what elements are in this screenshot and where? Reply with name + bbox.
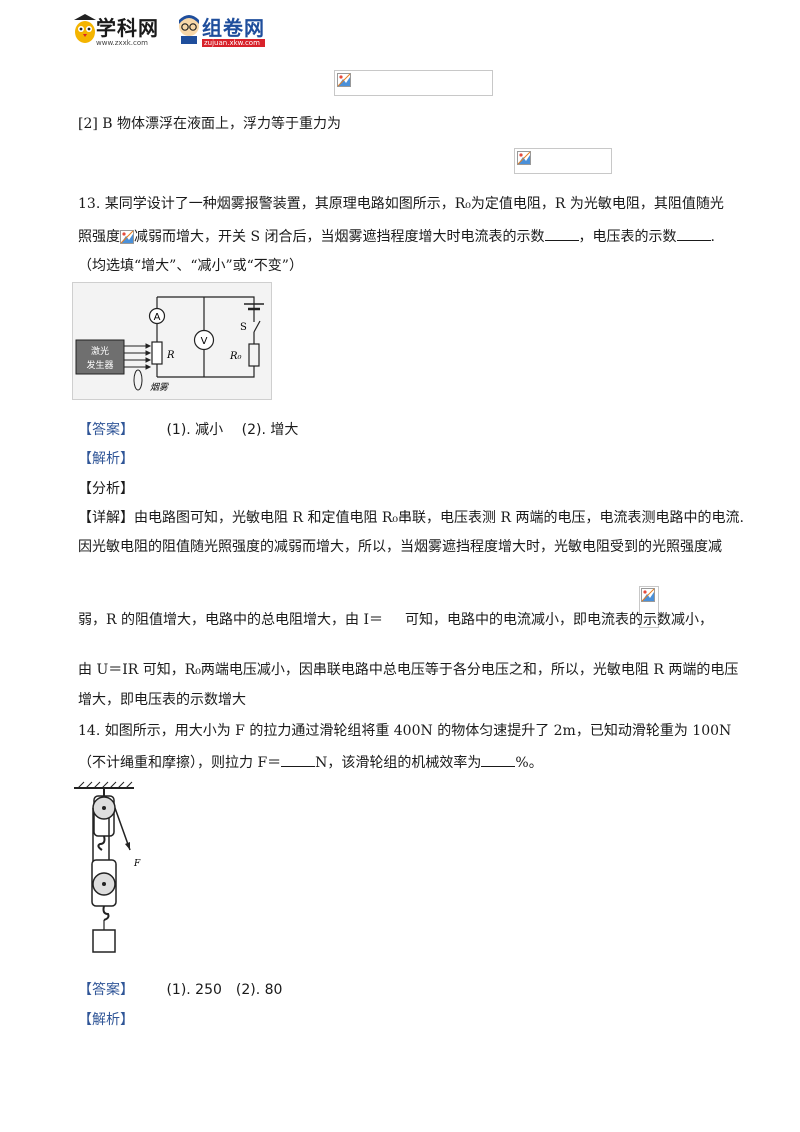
answer-blank — [481, 752, 516, 767]
weight-block — [92, 929, 116, 953]
answer-blank — [281, 752, 316, 767]
broken-image-icon — [517, 151, 532, 165]
logo2-text: 组卷网 — [202, 16, 265, 40]
prev-line-b: [2] B 物体漂浮在液面上，浮力等于重力为 — [78, 116, 342, 132]
resistor-r0-label: R₀ — [229, 351, 242, 362]
logo1-text: 学科网 — [96, 16, 159, 40]
formula-image-placeholder — [334, 70, 493, 96]
mascot-boy-icon — [179, 15, 199, 44]
inline-formula-placeholder — [120, 230, 134, 244]
q13-answer: (1). 减小 (2). 增大 — [166, 422, 299, 438]
q13-line1: 13. 某同学设计了一种烟雾报警装置，其原理电路如图所示，R₀为定值电阻，R 为… — [78, 196, 724, 212]
answer-tag: 【答案】 — [78, 982, 134, 998]
laser-label-2: 发生器 — [86, 359, 113, 371]
ammeter-label: A — [154, 312, 161, 323]
q13-answer-row: 【答案】 (1). 减小 (2). 增大 — [78, 420, 298, 440]
q13-fenxi-tag: 【分析】 — [78, 481, 134, 497]
logo1-url: www.zxxk.com — [96, 39, 148, 47]
laser-generator-box — [75, 339, 125, 375]
broken-image-icon — [337, 73, 351, 87]
switch-label: S — [240, 322, 247, 333]
logo2-url: zujuan.xkw.com — [202, 39, 265, 47]
answer-blank — [676, 226, 711, 241]
smoke-symbol — [133, 369, 143, 391]
photoresistor-r — [151, 341, 163, 365]
q14-jiexi-tag: 【解析】 — [78, 1012, 134, 1028]
voltmeter-label: V — [201, 336, 208, 347]
broken-image-icon — [640, 588, 655, 602]
q14-answer: (1). 250 (2). 80 — [166, 982, 283, 998]
q13-detail-5: 增大，即电压表的示数增大 — [78, 692, 246, 708]
voltmeter-symbol — [193, 329, 215, 351]
q13-jiexi-tag: 【解析】 — [78, 451, 134, 467]
answer-tag: 【答案】 — [78, 422, 134, 438]
q14-line1: 14. 如图所示，用大小为 F 的拉力通过滑轮组将重 400N 的物体匀速提升了… — [78, 723, 732, 739]
q13-line2: 照强度减弱而增大，开关 S 闭合后，当烟雾遮挡程度增大时电流表的示数，电压表的示… — [78, 226, 715, 247]
q14-answer-row: 【答案】 (1). 250 (2). 80 — [78, 980, 282, 1000]
header-logos: 学科网 www.zxxk.com 组卷网 zujuan.xkw.com — [72, 10, 292, 48]
mascot-owl-icon — [74, 14, 96, 43]
q13-detail-2: 因光敏电阻的阻值随光照强度的减弱而增大，所以，当烟雾遮挡程度增大时，光敏电阻受到… — [78, 539, 722, 555]
pulley-system-diagram: F — [74, 781, 141, 953]
q13-detail-3: 弱，R 的阻值增大，电路中的总电阻增大，由 I＝可知，电路中的电流减小，即电流表… — [78, 612, 713, 628]
fraction-formula-placeholder — [638, 586, 659, 628]
smoke-alarm-circuit-diagram: A V R S R₀ 激光 发生器 烟雾 — [72, 282, 272, 400]
q14-line2: （不计绳重和摩擦），则拉力 F＝N，该滑轮组的机械效率为%。 — [78, 752, 543, 773]
resistor-r-label: R — [166, 350, 175, 361]
q13-detail-4: 由 U＝IR 可知，R₀两端电压减小，因串联电路中总电压等于各分电压之和，所以，… — [78, 662, 739, 678]
laser-label-1: 激光 — [91, 345, 109, 357]
answer-blank — [544, 226, 579, 241]
force-label: F — [133, 859, 141, 869]
logo-zujuanwang[interactable]: 组卷网 zujuan.xkw.com — [202, 12, 265, 47]
broken-image-icon — [120, 230, 134, 244]
q13-detail-1: 【详解】由电路图可知，光敏电阻 R 和定值电阻 R₀串联，电压表测 R 两端的电… — [78, 510, 744, 526]
formula-image-placeholder — [514, 148, 613, 174]
smoke-label: 烟雾 — [150, 382, 169, 393]
q13-line3: （均选填“增大”、“减小”或“不变”） — [78, 258, 303, 274]
logo-xuekewang[interactable]: 学科网 www.zxxk.com — [96, 12, 159, 47]
ammeter-symbol — [148, 307, 166, 325]
